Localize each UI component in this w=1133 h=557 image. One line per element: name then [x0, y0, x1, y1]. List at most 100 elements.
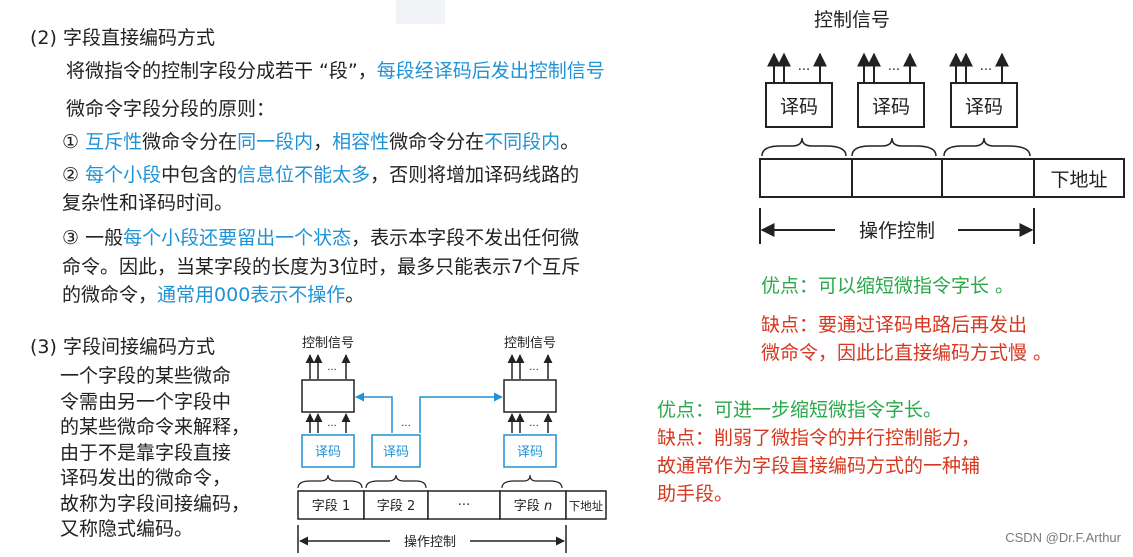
field-ellipsis: ···	[458, 498, 470, 513]
section2-title: (2) 字段直接编码方式	[30, 27, 215, 49]
field-box-2	[851, 158, 943, 198]
p2-t-1: 中包含的	[161, 164, 238, 186]
s3-line: 又称隐式编码。	[60, 518, 194, 540]
dots: ···	[327, 421, 337, 432]
decoder-group-2: ··· 译码	[857, 52, 925, 128]
principle-3-line3: 的微命令，通常用000表示不操作。	[62, 282, 364, 308]
field-prefix: 字段	[312, 499, 338, 514]
intro-text: 将微指令的控制字段分成若干 “段”，	[66, 60, 377, 82]
principle-2-line2: 复杂性和译码时间。	[62, 192, 234, 214]
top-grey-block	[396, 0, 445, 24]
s3-line: 一个字段的某些微命	[60, 365, 232, 387]
watermark: CSDN @Dr.F.Arthur	[1005, 530, 1121, 545]
s3-line: 的某些微命令来解释，	[60, 416, 251, 438]
p2-hl-1: 每个小段	[85, 164, 162, 186]
p1-hl-2: 同一段内	[237, 131, 314, 153]
p3-t-3: 的微命令，	[62, 284, 158, 306]
field-number: 2	[407, 499, 415, 514]
field-box-n	[499, 490, 567, 520]
next-address-box	[565, 490, 607, 520]
decoder-box-3	[950, 82, 1018, 128]
section3-paragraph: 一个字段的某些微命 令需由另一个字段中 的某些微命令来解释， 由于不是靠字段直接…	[60, 364, 250, 543]
p1-hl-4: 不同段内	[484, 131, 561, 153]
dots: ···	[401, 421, 411, 432]
principle-1: ① 互斥性微命令分在同一段内，相容性微命令分在不同段内。	[62, 129, 579, 155]
decoder-box-2	[857, 82, 925, 128]
s3-line: 令需由另一个字段中	[60, 390, 232, 413]
p2-t-2: ，否则将增加译码线路的	[370, 164, 580, 186]
indirect-cons-line1: 缺点：削弱了微指令的并行控制能力，	[657, 427, 981, 449]
decoder-label: 译码	[965, 96, 1003, 118]
p1-num: ①	[62, 131, 86, 153]
indirect-cons-line3: 助手段。	[657, 483, 734, 505]
indirect-pros: 优点：可进一步缩短微指令字长。	[657, 399, 943, 421]
brace-3	[943, 137, 1031, 157]
signal-label-right: 控制信号	[504, 336, 556, 351]
field-box-ellipsis	[427, 490, 501, 520]
decoder-label: 译码	[383, 445, 409, 460]
decoder-middle	[371, 434, 421, 468]
decoder-label: 译码	[872, 96, 910, 118]
dots: ···	[529, 421, 539, 432]
upper-decoder-right	[503, 379, 557, 413]
field-label-1: 字段 1	[312, 499, 350, 514]
brace-1	[761, 137, 847, 157]
section3-title: (3) 字段间接编码方式	[30, 336, 215, 358]
p2-hl-2: 信息位不能太多	[237, 164, 371, 186]
s3-line: 由于不是靠字段直接	[60, 441, 232, 464]
indirect-link-right	[419, 392, 503, 433]
dots: ···	[529, 365, 539, 376]
brace-2	[851, 137, 937, 157]
decoder-group-1: ··· 译码	[765, 52, 833, 128]
upper-decoder-left	[301, 379, 355, 413]
p1-hl-3: 相容性	[332, 131, 390, 153]
dots: ···	[980, 63, 992, 78]
decoder-label: 译码	[780, 96, 818, 118]
s3-line: 译码发出的微命令，	[60, 467, 232, 489]
operation-control-label: 操作控制	[859, 220, 935, 242]
field-prefix: 字段	[377, 499, 403, 514]
signal-label-left: 控制信号	[302, 336, 354, 351]
operation-control-label: 操作控制	[404, 534, 456, 550]
dots: ···	[327, 365, 337, 376]
direct-cons-line2: 微命令，因此比直接编码方式慢 。	[761, 342, 1053, 364]
p1-t-2: ，	[313, 131, 333, 153]
s3-line: 故称为字段间接编码，	[60, 492, 251, 515]
indirect-cons-line2: 故通常作为字段直接编码方式的一种辅	[657, 455, 981, 477]
p1-t-4: 。	[560, 131, 580, 153]
p1-t-3: 微命令分在	[389, 131, 485, 153]
principle-3-line2: 命令。因此，当某字段的长度为3位时，最多只能表示7个互斥	[62, 256, 581, 278]
indirect-link-left	[355, 392, 393, 433]
indirect-encoding-diagram: 控制信号 控制信号 ··· ··· 译码 译码 ··· ··· ··· 译码 字…	[297, 336, 607, 553]
dots: ···	[888, 63, 900, 78]
intro-highlight: 每段经译码后发出控制信号	[376, 60, 605, 82]
direct-cons-line1: 缺点：要通过译码电路后再发出	[761, 314, 1028, 336]
principle-3-line1: ③ 一般每个小段还要留出一个状态，表示本字段不发出任何微	[62, 225, 579, 251]
p1-t-1: 微命令分在	[142, 131, 238, 153]
decoder-box-1	[765, 82, 833, 128]
field-box-3	[941, 158, 1035, 198]
direct-pros: 优点：可以缩短微指令字长 。	[761, 275, 1015, 297]
field-label-n: 字段 n	[514, 499, 552, 514]
next-address-label: 下地址	[1050, 169, 1107, 191]
field-box-1	[759, 158, 853, 198]
next-address-label: 下地址	[569, 499, 604, 513]
field-box-1	[297, 490, 365, 520]
direct-title: 控制信号	[814, 9, 890, 31]
p3-t-4: 。	[345, 284, 365, 306]
direct-encoding-diagram: 控制信号 ··· 译码 ··· 译码 ··· 译码 下地址 操作控制	[759, 9, 1125, 244]
decoder-label: 译码	[517, 445, 543, 460]
field-label-2: 字段 2	[377, 499, 415, 514]
p3-hl-1: 每个小段还要留出一个状态	[123, 227, 352, 249]
p3-hl-2: 通常用000表示不操作	[157, 284, 346, 306]
field-number: 1	[342, 499, 350, 514]
field-number: n	[544, 499, 552, 514]
next-address-box	[1033, 158, 1125, 198]
decoder-group-3: ··· 译码	[949, 52, 1018, 128]
p3-t-1: ③ 一般	[62, 227, 124, 249]
decoder-left	[301, 434, 355, 468]
field-prefix: 字段	[514, 499, 540, 514]
decoder-label: 译码	[315, 445, 341, 460]
p2-num: ②	[62, 164, 86, 186]
dots: ···	[798, 63, 810, 78]
